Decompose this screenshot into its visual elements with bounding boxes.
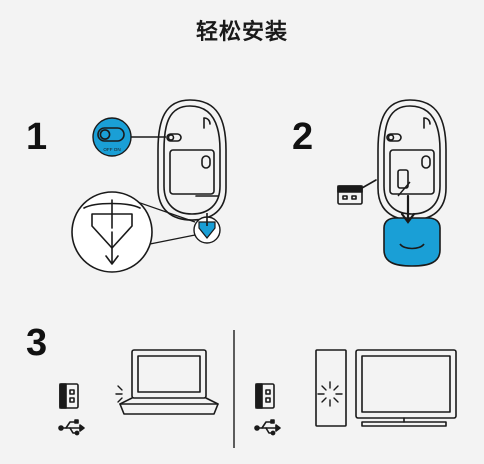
signal-icon: [317, 381, 343, 407]
power-switch-callout: OFF ON: [92, 117, 166, 157]
sensor-icon: [201, 155, 211, 169]
switch-label: OFF ON: [103, 147, 120, 152]
step-number-3: 3: [26, 322, 48, 364]
page-title: 轻松安装: [195, 20, 288, 45]
mouse-bottom-icon: [157, 99, 227, 221]
step-1-illustration: [157, 99, 227, 221]
step-number-1: 1: [26, 116, 48, 158]
monitor-icon: [355, 349, 457, 427]
mouse-switch-icon: [166, 133, 182, 142]
step-number-2: 2: [292, 116, 314, 158]
signal-icon: [115, 385, 123, 403]
desktop-tower-icon: [315, 349, 347, 427]
battery-door: [383, 181, 441, 267]
step-3-laptop-illustration: [58, 349, 219, 436]
laptop-icon: [119, 349, 219, 415]
magnified-detail: [71, 191, 153, 273]
step-3-desktop-illustration: [254, 349, 457, 436]
arrow-down-icon: [105, 231, 119, 265]
usb-icon: [254, 419, 281, 436]
arrow-down-icon: [400, 194, 416, 224]
usb-icon: [58, 419, 85, 436]
step-2-illustration: [337, 99, 447, 221]
